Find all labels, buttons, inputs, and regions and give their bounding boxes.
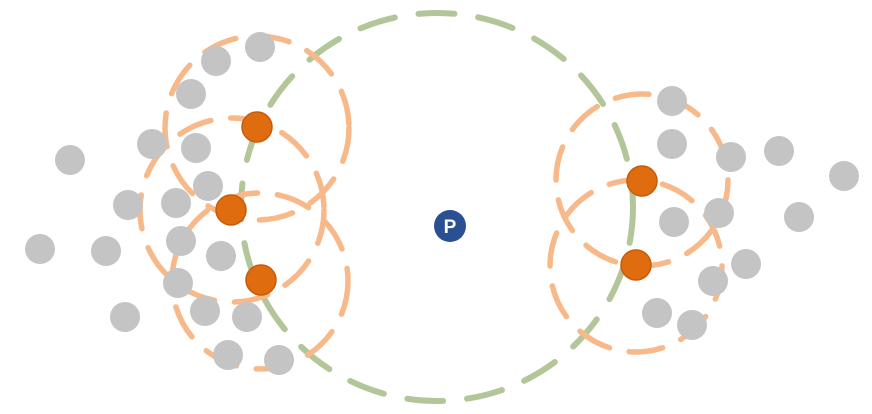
neighbor-point [206,241,236,271]
neighbor-point [213,340,243,370]
neighbor-point [657,86,687,116]
neighbor-point [704,198,734,228]
neighbor-point [642,298,672,328]
neighbor-point [659,207,689,237]
neighbor-point [829,161,859,191]
neighbor-point [232,302,262,332]
neighbor-points [25,32,859,375]
neighbor-point [110,302,140,332]
neighbor-point [166,226,196,256]
neighbor-point [55,145,85,175]
neighbor-point [181,133,211,163]
core-point [215,194,247,226]
neighbor-point [698,266,728,296]
core-point [245,264,277,296]
neighbor-point [677,310,707,340]
neighbor-point [190,296,220,326]
neighbor-point [161,188,191,218]
neighbor-point [731,249,761,279]
neighbor-point [163,268,193,298]
core-points [215,111,658,296]
neighbor-point [764,136,794,166]
neighbor-point [91,236,121,266]
neighbor-point [193,171,223,201]
center-point-marker [434,210,466,242]
core-point [626,165,658,197]
core-point [620,249,652,281]
neighbor-point [657,129,687,159]
neighbor-point [264,345,294,375]
neighbor-point [201,46,231,76]
neighbor-point [113,190,143,220]
neighbor-point [245,32,275,62]
neighbor-point [784,202,814,232]
core-point [241,111,273,143]
center-point-label: P [444,217,457,238]
neighbor-point [716,142,746,172]
center-point-p: P [434,210,466,242]
neighbor-point [137,129,167,159]
neighbor-point [176,79,206,109]
neighbor-point [25,234,55,264]
